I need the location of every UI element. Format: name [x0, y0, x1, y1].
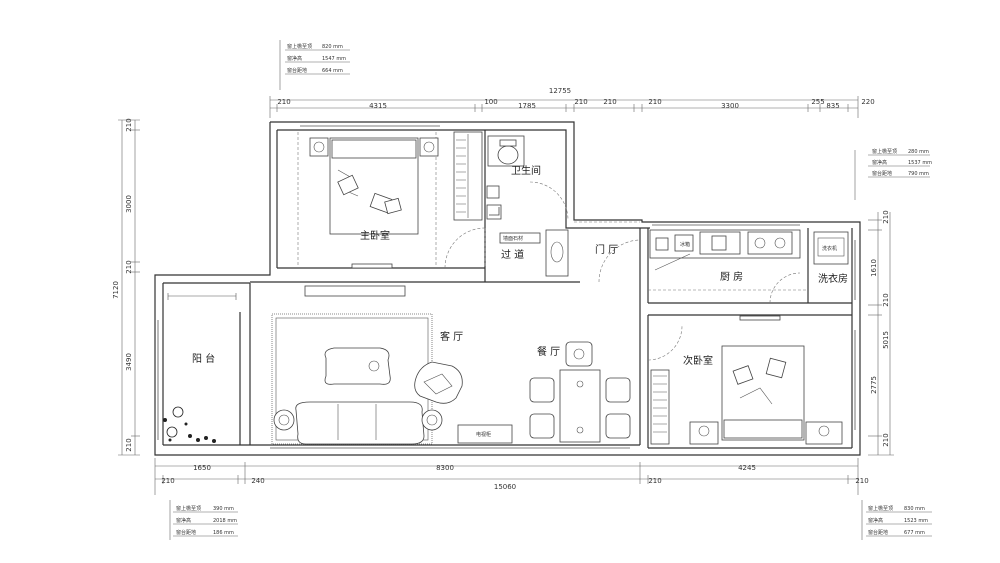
bottom-dim-lower-3: 210: [648, 477, 661, 485]
room-label-master-bedroom: 主卧室: [360, 229, 390, 242]
washing-machine: [813, 231, 849, 265]
note-br-label-3: 窗台距地: [868, 529, 888, 536]
bottom-dim-lower-2: 240: [251, 477, 264, 485]
washer-label: 洗衣机: [822, 245, 837, 252]
bathroom-fixtures: [486, 135, 525, 220]
top-dim-10: 835: [826, 102, 839, 110]
right-dimensions: 210 1610 210 5015 2775 210: [868, 210, 894, 456]
left-dim-5: 210: [125, 438, 133, 451]
note-tl-value-2: 1547 mm: [322, 56, 346, 62]
wall-stone-label: 墙面石材: [503, 235, 523, 242]
note-bl-label-3: 窗台距地: [176, 529, 196, 536]
note-tl-label-1: 窗上檐至顶: [287, 43, 312, 50]
note-rt-label-1: 窗上檐至顶: [872, 148, 897, 155]
note-tl-label-3: 窗台距地: [287, 67, 307, 74]
top-dim-3: 100: [484, 98, 497, 106]
right-dim-2: 1610: [870, 259, 878, 277]
bottom-dimensions: 1650 8300 4245 210 240 210 210 15060: [154, 458, 869, 495]
room-label-hallway: 过 道: [501, 248, 524, 261]
tv-cabinet-label: 电视柜: [476, 431, 491, 438]
wall-stone-panel: [499, 232, 541, 244]
top-dim-6: 210: [603, 98, 616, 106]
note-rt-value-1: 280 mm: [908, 149, 929, 155]
bottom-dim-upper-3: 4245: [738, 464, 756, 472]
master-bedroom-furniture: [309, 131, 483, 269]
room-label-bathroom: 卫生间: [511, 164, 541, 177]
note-br-value-2: 1523 mm: [904, 518, 928, 524]
note-rt-value-2: 1537 mm: [908, 160, 932, 166]
basin: [550, 241, 564, 263]
top-dim-4: 1785: [518, 102, 536, 110]
top-dim-9: 255: [811, 98, 824, 106]
door-swings: [444, 181, 801, 361]
left-dim-4: 3490: [125, 353, 133, 371]
note-tl-value-3: 664 mm: [322, 68, 343, 74]
room-label-kitchen: 厨 房: [720, 270, 743, 283]
top-dim-2: 4315: [369, 102, 387, 110]
bottom-dim-upper-1: 1650: [193, 464, 211, 472]
bottom-dim-lower-4: 210: [855, 477, 868, 485]
note-bl-value-3: 186 mm: [213, 530, 234, 536]
room-label-laundry: 洗衣房: [818, 272, 848, 285]
note-bl-value-1: 390 mm: [213, 506, 234, 512]
note-br-label-1: 窗上檐至顶: [868, 505, 893, 512]
right-dim-3: 210: [882, 293, 890, 306]
note-br-label-2: 窗净高: [868, 517, 883, 524]
bottom-overall-dim: 15060: [494, 483, 516, 491]
note-bottom-right: 窗上檐至顶 830 mm 窗净高 1523 mm 窗台距地 677 mm: [861, 500, 932, 540]
room-label-second-bedroom: 次卧室: [683, 354, 713, 367]
note-rt-value-3: 790 mm: [908, 171, 929, 177]
top-dim-8: 3300: [721, 102, 739, 110]
note-tl-label-2: 窗净高: [287, 55, 302, 62]
dining-furniture: [529, 341, 631, 443]
top-dim-11: 220: [861, 98, 874, 106]
top-dimensions: 12755 210 4315 100 1785 210 210 210 3300…: [269, 87, 875, 118]
note-br-value-1: 830 mm: [904, 506, 925, 512]
kitchen-fixtures: [649, 229, 801, 271]
note-right-top: 窗上檐至顶 280 mm 窗净高 1537 mm 窗台距地 790 mm: [854, 148, 932, 200]
room-label-living-room: 客 厅: [440, 330, 463, 343]
living-room-furniture: [271, 285, 513, 445]
left-dim-3: 210: [125, 260, 133, 273]
walls: [154, 121, 861, 456]
top-dim-7: 210: [648, 98, 661, 106]
note-bl-label-2: 窗净高: [176, 517, 191, 524]
note-rt-label-2: 窗净高: [872, 159, 887, 166]
top-dim-1: 210: [277, 98, 290, 106]
left-dimensions: 7120 210 3000 210 3490 210: [112, 118, 140, 456]
right-dim-5: 210: [882, 433, 890, 446]
room-label-balcony: 阳 台: [192, 352, 215, 365]
left-dim-1: 210: [125, 118, 133, 131]
balcony-plants: [163, 406, 216, 443]
room-label-foyer: 门 厅: [595, 243, 618, 256]
bottom-dim-lower-1: 210: [161, 477, 174, 485]
note-rt-label-3: 窗台距地: [872, 170, 892, 177]
note-bottom-left: 窗上檐至顶 390 mm 窗净高 2018 mm 窗台距地 186 mm: [169, 500, 238, 540]
left-dim-2: 3000: [125, 195, 133, 213]
note-bl-value-2: 2018 mm: [213, 518, 237, 524]
left-overall-dim: 7120: [112, 281, 120, 299]
right-dim-1: 210: [882, 210, 890, 223]
note-tl-value-1: 820 mm: [322, 44, 343, 50]
right-overall-dim: 5015: [882, 331, 890, 349]
top-dim-5: 210: [574, 98, 587, 106]
note-top-left: 窗上檐至顶 820 mm 窗净高 1547 mm 窗台距地 664 mm: [279, 40, 350, 90]
washing-machine-panel: [817, 237, 845, 257]
fridge-label: 冰箱: [680, 241, 690, 248]
shoe-cabinet: [545, 229, 569, 277]
right-dim-4: 2775: [870, 376, 878, 394]
note-bl-label-1: 窗上檐至顶: [176, 505, 201, 512]
room-label-dining: 餐 厅: [537, 345, 560, 358]
bottom-dim-upper-2: 8300: [436, 464, 454, 472]
top-overall-dim: 12755: [549, 87, 571, 95]
note-br-value-3: 677 mm: [904, 530, 925, 536]
second-bedroom-furniture: [650, 315, 843, 445]
